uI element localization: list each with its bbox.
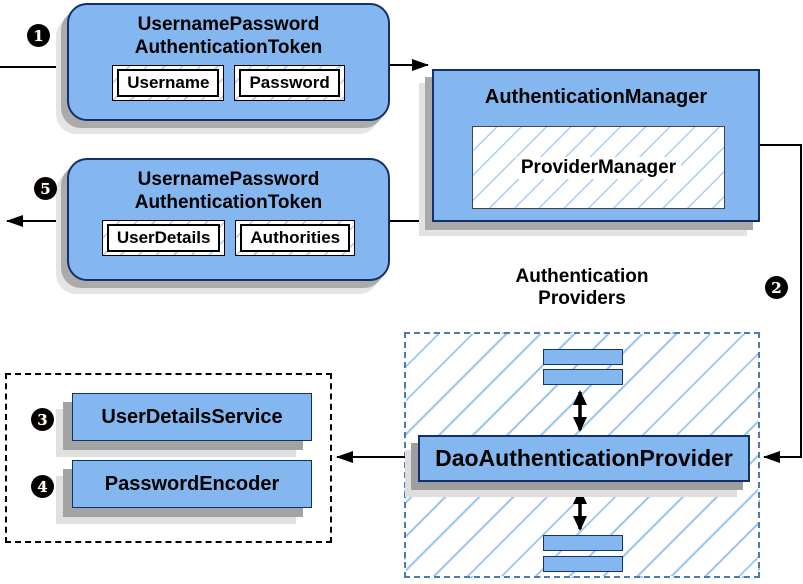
userdetails-field-box: UserDetails (101, 220, 226, 256)
username-field-label: Username (117, 69, 220, 97)
dao-authentication-provider-box: DaoAuthenticationProvider (418, 435, 750, 482)
token-request-fields: Username Password (112, 65, 345, 101)
authentication-providers-title-line2: Providers (538, 288, 626, 309)
username-password-token-response-box: UsernamePassword AuthenticationToken Use… (67, 158, 390, 281)
token-response-fields: UserDetails Authorities (101, 220, 356, 256)
provider-manager-label: ProviderManager (515, 156, 682, 179)
provider-placeholder-bar-bottom-2 (543, 556, 623, 572)
userdetails-field-label: UserDetails (106, 224, 221, 252)
services-group-box (5, 373, 332, 543)
password-encoder-box: PasswordEncoder (72, 460, 312, 508)
authorities-field-box: Authorities (235, 220, 356, 256)
provider-placeholder-bar-bottom-1 (543, 535, 623, 551)
token-response-title-line2: AuthenticationToken (134, 192, 323, 213)
step-1-badge: 1 (27, 24, 50, 47)
step-4-badge: 4 (31, 475, 54, 498)
token-request-title-line2: AuthenticationToken (134, 37, 323, 58)
password-field-label: Password (239, 69, 340, 97)
authentication-manager-title: AuthenticationManager (484, 86, 708, 108)
authentication-providers-title-line1: Authentication (515, 266, 649, 287)
provider-placeholder-bar-top-2 (543, 369, 623, 385)
password-field-box: Password (234, 65, 345, 101)
provider-placeholder-bar-top-1 (543, 349, 623, 365)
authentication-providers-title: Authentication Providers (404, 266, 760, 310)
user-details-service-box: UserDetailsService (72, 393, 312, 441)
connector-manager-to-provider (760, 144, 802, 463)
step-5-badge: 5 (34, 177, 57, 200)
token-response-title: UsernamePassword AuthenticationToken (135, 168, 323, 214)
step-3-badge: 3 (31, 408, 54, 431)
token-request-title-line1: UsernamePassword (137, 14, 320, 35)
token-request-title: UsernamePassword AuthenticationToken (135, 13, 323, 59)
authorities-field-label: Authorities (240, 224, 351, 252)
provider-manager-box: ProviderManager (472, 126, 725, 209)
username-field-box: Username (112, 65, 225, 101)
authentication-manager-box: AuthenticationManager ProviderManager (432, 69, 760, 222)
token-response-title-line1: UsernamePassword (137, 169, 320, 190)
username-password-token-request-box: UsernamePassword AuthenticationToken Use… (67, 3, 390, 121)
step-2-badge: 2 (765, 276, 788, 299)
